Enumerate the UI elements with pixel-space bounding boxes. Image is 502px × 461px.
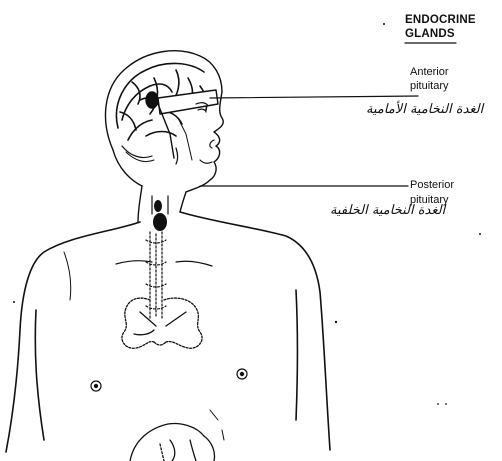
anterior-pituitary-label-line1: Anterior xyxy=(410,67,449,78)
anterior-leader-line xyxy=(210,96,418,98)
nipples xyxy=(91,369,247,391)
trachea xyxy=(146,232,166,320)
abdominal-organs xyxy=(130,410,224,461)
head-outline xyxy=(105,51,223,222)
anterior-pituitary-arabic: الغدة النخامية الأمامية xyxy=(366,102,483,117)
thyroid-region xyxy=(116,196,212,266)
torso-outline xyxy=(6,212,330,452)
diagram-title-line1: ENDOCRINE xyxy=(405,15,476,26)
face-detail xyxy=(176,103,214,164)
posterior-pituitary-arabic: الغدة النخامية الخلفية xyxy=(330,203,445,218)
diagram-title-line2: GLANDS xyxy=(405,29,455,40)
anterior-pituitary-label-line2: pituitary xyxy=(410,81,449,92)
posterior-pituitary-label-line1: Posterior xyxy=(410,180,454,191)
